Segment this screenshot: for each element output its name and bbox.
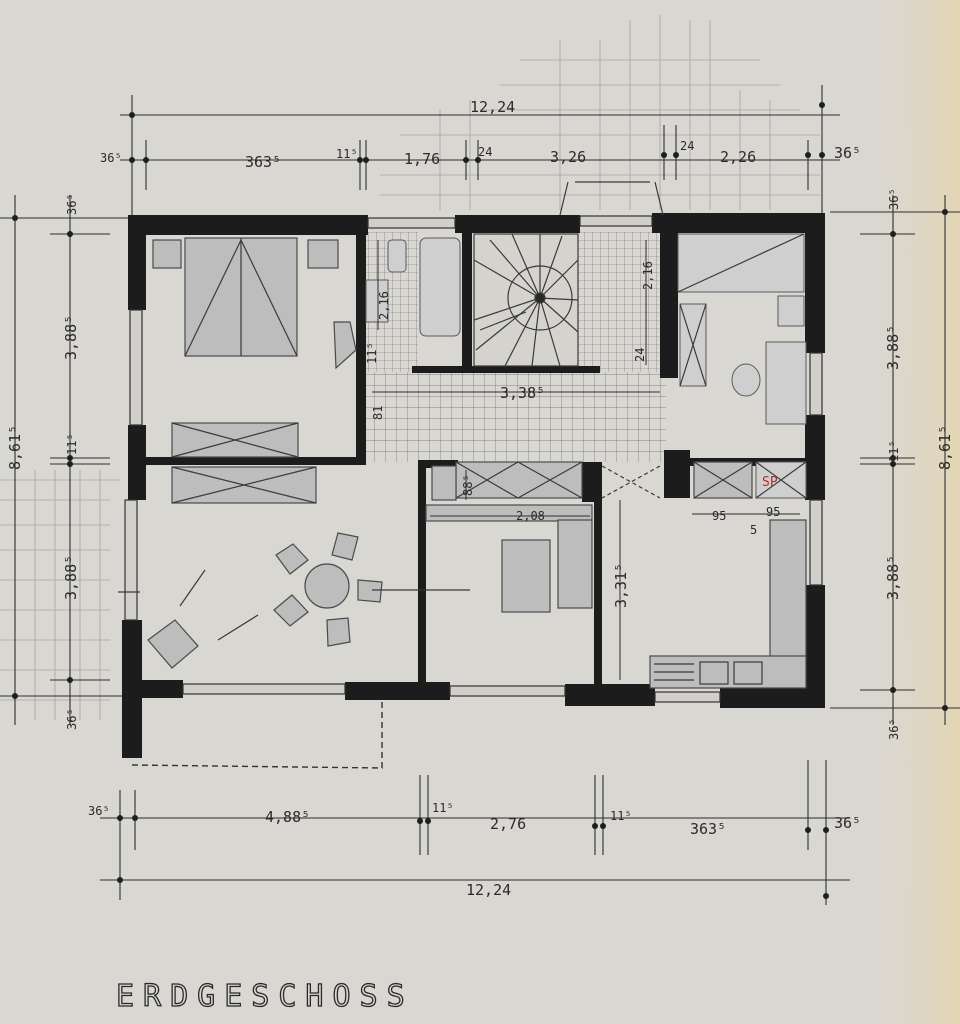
dim-top-chain-5: 24 [478, 145, 492, 159]
dim-kitchen-b: 5 [750, 523, 757, 537]
dim-bottom-chain-3: 11⁵ [432, 801, 454, 815]
dim-top-chain-4: 1,76 [404, 150, 440, 168]
dim-bottom-chain-7: 36⁵ [834, 814, 861, 832]
dim-top-chain-9: 36⁵ [834, 144, 861, 162]
stove-lines [654, 663, 694, 681]
dim-top-chain-3: 11⁵ [336, 147, 358, 161]
dim-left-chain-5: 36⁵ [65, 708, 79, 730]
kitchen-sink [699, 661, 763, 685]
dim-top-chain-6: 3,26 [550, 148, 586, 166]
dim-closet-height: 88⁵ [461, 474, 475, 496]
nightstand-left [152, 239, 182, 269]
windows [124, 215, 823, 703]
dim-top-chain-1: 36⁵ [100, 151, 122, 165]
dim-right-chain-3: 11⁵ [887, 440, 901, 462]
dim-bath-gap: 11⁵ [365, 342, 379, 364]
wc-shelf [777, 295, 805, 327]
bathtub [419, 237, 461, 337]
terrace-outline [131, 700, 383, 769]
dim-top-chain-7: 24 [680, 139, 694, 153]
dim-bottom-chain-1: 36⁵ [88, 804, 110, 818]
spiral-staircase [473, 233, 579, 367]
wc-washbasin [765, 341, 807, 425]
drawing-title: ERDGESCHOSS [116, 979, 414, 1014]
dim-right-chain-4: 3,88⁵ [884, 555, 902, 600]
dim-right-overall: 8,61⁵ [936, 425, 954, 470]
cabinet-living [171, 466, 317, 504]
dim-left-chain-3: 11⁵ [65, 433, 79, 455]
dim-bottom-chain-5: 11⁵ [610, 809, 632, 823]
dim-corridor-height: 3,31⁵ [612, 563, 630, 608]
dim-stair-depth: 2,16 [641, 261, 655, 290]
sketch-line-a [179, 569, 206, 607]
dim-kitchen-a: 95 [712, 509, 726, 523]
dining-chairs [273, 532, 383, 647]
armchair [147, 619, 199, 669]
dim-bath-width: 2,16 [377, 291, 391, 320]
sketch-line-b [217, 614, 259, 641]
kitchen-upper-cabinets [693, 461, 807, 499]
dim-kitchen-c: 95 [766, 505, 780, 519]
shower-diagonal [677, 233, 805, 293]
entrance-canopy [559, 181, 664, 216]
dim-top-chain-8: 2,26 [720, 148, 756, 166]
interior-dimension-lines [372, 240, 800, 680]
bedroom-chair [333, 321, 357, 370]
dining-table [304, 563, 350, 609]
study-shelf [425, 504, 593, 522]
landing-tile-floor [578, 232, 666, 372]
dim-right-chain-1: 36⁵ [887, 188, 901, 210]
dim-left-overall: 8,61⁵ [6, 425, 24, 470]
study-desk [501, 539, 551, 613]
dim-wc-small: 81 [371, 406, 385, 420]
red-annotation: SP [762, 475, 778, 490]
background-sketch-grid-left [0, 470, 120, 720]
bath-shelf [365, 279, 389, 323]
wc-cabinet [679, 303, 707, 387]
dim-hall-width: 3,38⁵ [500, 384, 545, 402]
dim-left-chain-4: 3,88⁵ [62, 555, 80, 600]
bath-basin [387, 239, 407, 273]
nightstand-right [307, 239, 339, 269]
dimension-tick-dots [12, 102, 948, 899]
dim-left-chain-1: 36⁵ [65, 193, 79, 215]
dim-right-chain-2: 3,88⁵ [884, 325, 902, 370]
hall-closet [455, 461, 583, 499]
kitchen-counter-right [769, 519, 807, 661]
dim-bottom-chain-2: 4,88⁵ [265, 808, 310, 826]
dim-top-chain-2: 363⁵ [245, 153, 281, 171]
hall-closet-end [431, 465, 457, 501]
dim-right-chain-5: 36⁵ [887, 718, 901, 740]
dim-bottom-overall: 12,24 [466, 881, 511, 899]
paper-edge [840, 0, 960, 1024]
wardrobe-bedroom [171, 422, 299, 458]
dim-stair-gap: 24 [633, 348, 647, 362]
hall-tile-floor [366, 372, 666, 462]
toilet [731, 363, 761, 397]
bed [184, 237, 298, 357]
exterior-walls [122, 213, 825, 758]
dim-bottom-chain-4: 2,76 [490, 815, 526, 833]
dim-bottom-chain-6: 363⁵ [690, 820, 726, 838]
dim-left-chain-2: 3,88⁵ [62, 315, 80, 360]
dim-top-overall: 12,24 [470, 98, 515, 116]
study-cabinet [557, 519, 593, 609]
